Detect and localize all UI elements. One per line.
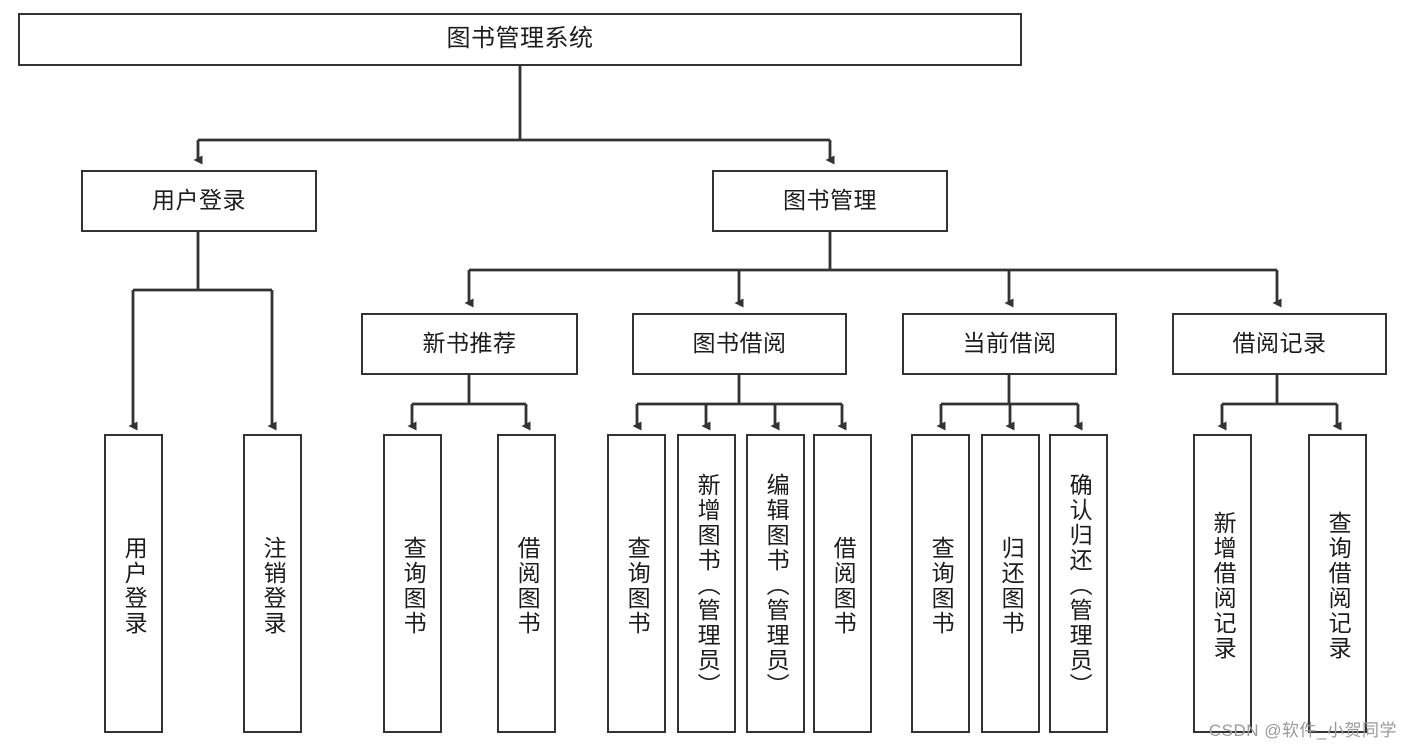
node-root-system[interactable]: 图书管理系统 [18,13,1022,66]
leaf-query-book-1[interactable]: 查询图书 [383,434,442,733]
leaf-query-book-2[interactable]: 查询图书 [607,434,666,733]
node-label: 注销登录 [260,535,287,636]
node-label: 新书推荐 [422,330,517,357]
node-label: 用户登录 [121,535,148,636]
node-label: 图书管理 [783,187,877,214]
node-current-borrow[interactable]: 当前借阅 [902,313,1117,375]
node-label: 用户登录 [152,187,246,214]
node-label: 借阅图书 [514,535,541,636]
node-user-login[interactable]: 用户登录 [81,170,317,232]
leaf-add-book[interactable]: 新增图书（管理员） [677,434,736,733]
leaf-edit-book[interactable]: 编辑图书（管理员） [746,434,805,733]
csdn-watermark: CSDN @软件_小贺同学 [1208,721,1397,740]
node-label: 借阅图书 [830,535,857,636]
node-borrow-record[interactable]: 借阅记录 [1172,313,1387,375]
leaf-borrow-book-1[interactable]: 借阅图书 [497,434,556,733]
leaf-logout-login[interactable]: 注销登录 [243,434,302,733]
leaf-add-record[interactable]: 新增借阅记录 [1193,434,1252,733]
node-label: 借阅记录 [1232,330,1327,357]
leaf-borrow-book-2[interactable]: 借阅图书 [813,434,872,733]
node-label: 归还图书 [998,535,1025,636]
node-label: 图书管理系统 [446,25,594,53]
leaf-confirm-return[interactable]: 确认归还（管理员） [1049,434,1108,733]
node-label: 新增图书（管理员） [694,473,721,698]
node-label: 确认归还（管理员） [1066,473,1093,698]
leaf-user-login[interactable]: 用户登录 [104,434,163,733]
node-label: 查询图书 [400,535,427,636]
leaf-query-record[interactable]: 查询借阅记录 [1308,434,1367,733]
leaf-return-book[interactable]: 归还图书 [981,434,1040,733]
node-label: 查询图书 [928,535,955,636]
node-label: 新增借阅记录 [1210,510,1237,661]
node-book-borrow[interactable]: 图书借阅 [632,313,847,375]
node-label: 编辑图书（管理员） [763,473,790,698]
node-label: 查询借阅记录 [1325,510,1352,661]
node-book-management[interactable]: 图书管理 [712,170,948,232]
node-new-book-recommend[interactable]: 新书推荐 [361,313,578,375]
leaf-query-book-3[interactable]: 查询图书 [911,434,970,733]
node-label: 图书借阅 [692,330,787,357]
node-label: 查询图书 [624,535,651,636]
node-label: 当前借阅 [962,330,1057,357]
